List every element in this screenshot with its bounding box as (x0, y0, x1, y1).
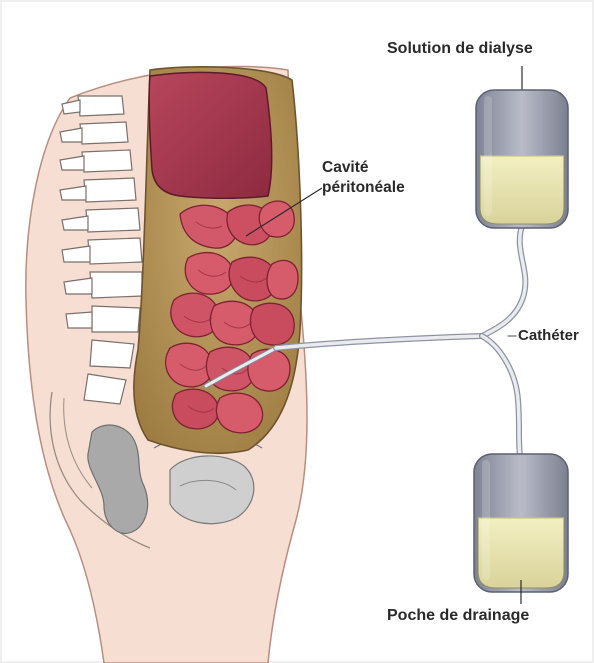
cavite-label: Cavité péritonéale (322, 158, 405, 198)
solution-label: Solution de dialyse (387, 40, 533, 58)
cavite-label-line1: Cavité (322, 158, 405, 178)
dialysis-solution-bag (476, 66, 568, 228)
liver (149, 72, 271, 198)
drainage-label: Poche de drainage (387, 607, 529, 625)
bladder (170, 456, 254, 524)
cavite-label-line2: péritonéale (322, 178, 405, 198)
catheter-label: Cathéter (518, 327, 579, 344)
external-tubing (276, 226, 525, 456)
drainage-bag (474, 454, 568, 604)
